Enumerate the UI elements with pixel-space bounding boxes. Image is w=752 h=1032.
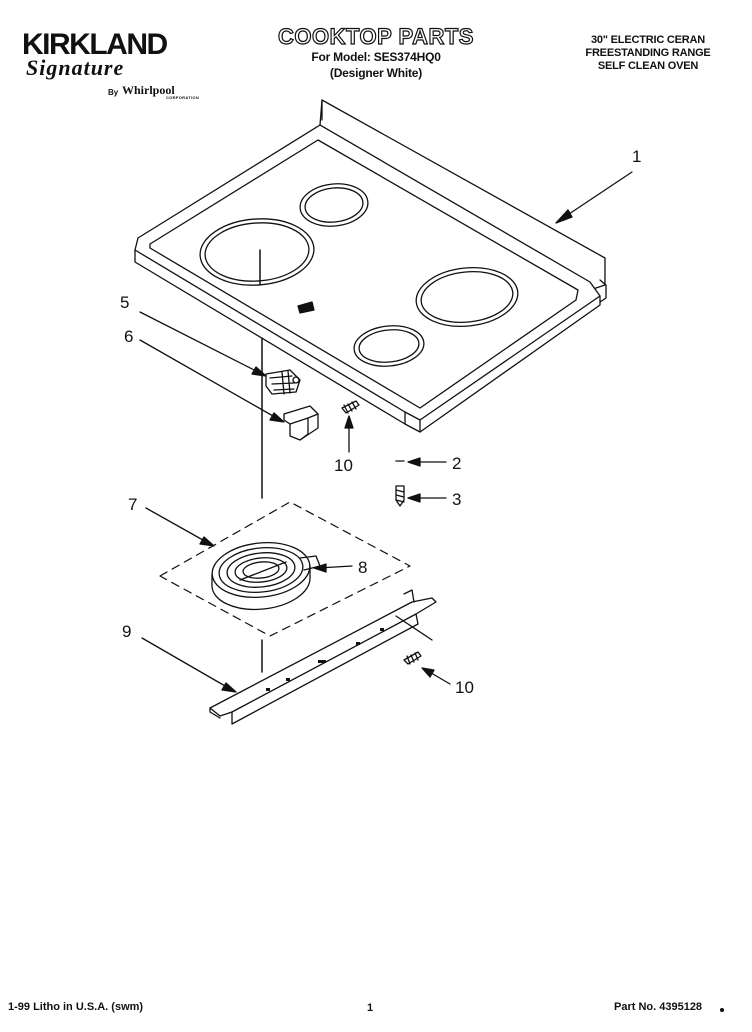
part-7-element-outline[interactable] bbox=[159, 501, 411, 637]
part-8-heating-element[interactable] bbox=[209, 538, 321, 611]
footer-dot bbox=[720, 1008, 724, 1012]
part-3-screw[interactable] bbox=[395, 485, 405, 507]
callout-9: 9 bbox=[122, 622, 131, 641]
brand-signature: Signature bbox=[26, 55, 125, 80]
brand-logo: KIRKLAND bbox=[22, 28, 168, 61]
callout-6: 6 bbox=[124, 327, 133, 346]
callout-2: 2 bbox=[452, 454, 461, 473]
callout-5: 5 bbox=[120, 293, 129, 312]
callout-10-upper: 10 bbox=[334, 456, 353, 475]
callout-8: 8 bbox=[358, 558, 367, 577]
model-number: For Model: SES374HQ0 bbox=[311, 50, 441, 64]
manufacturer-corp: CORPORATION bbox=[166, 95, 200, 100]
manufacturer-logo: Whirlpool bbox=[122, 83, 175, 97]
callout-10-lower: 10 bbox=[455, 678, 474, 697]
part-9-rail[interactable] bbox=[209, 589, 437, 725]
part-10-screw-lower[interactable] bbox=[403, 651, 422, 665]
description-line-3: SELF CLEAN OVEN bbox=[597, 60, 699, 72]
page-title: COOKTOP PARTS bbox=[277, 23, 474, 49]
leader-lines bbox=[139, 171, 633, 693]
callout-3: 3 bbox=[452, 490, 461, 509]
part-6-bracket[interactable] bbox=[283, 405, 319, 441]
cooktop-burner-markings bbox=[199, 183, 519, 367]
brand-by: By bbox=[108, 88, 119, 97]
model-color: (Designer White) bbox=[329, 66, 423, 80]
part-5-clip[interactable] bbox=[265, 369, 301, 395]
part-number: Part No. 4395128 bbox=[614, 1001, 703, 1013]
description-line-1: 30" ELECTRIC CERAN bbox=[590, 34, 706, 46]
cooktop-main-top[interactable] bbox=[134, 99, 607, 433]
footer-litho: 1-99 Litho in U.S.A. (swm) bbox=[8, 1001, 144, 1013]
description-line-2: FREESTANDING RANGE bbox=[585, 47, 711, 59]
part-10-screw-upper[interactable] bbox=[341, 400, 360, 414]
page-number: 1 bbox=[367, 1002, 374, 1014]
callout-7: 7 bbox=[128, 495, 137, 514]
callout-1: 1 bbox=[632, 147, 641, 166]
